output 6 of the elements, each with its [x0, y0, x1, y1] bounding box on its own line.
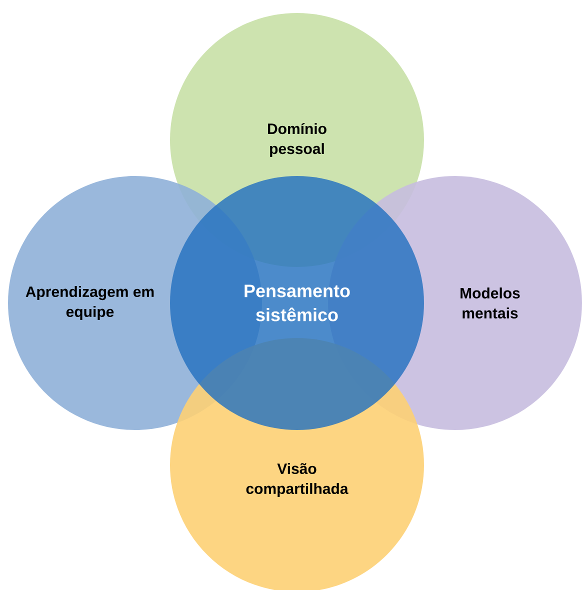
circle-label: Visão compartilhada — [246, 463, 348, 497]
circle-label: Pensamento sistêmico — [244, 284, 350, 322]
circle — [170, 176, 424, 430]
circle-label: Aprendizagem em equipe — [26, 286, 154, 320]
circle-label: Domínio pessoal — [268, 122, 326, 158]
circle-label: Modelos mentais — [460, 288, 520, 318]
